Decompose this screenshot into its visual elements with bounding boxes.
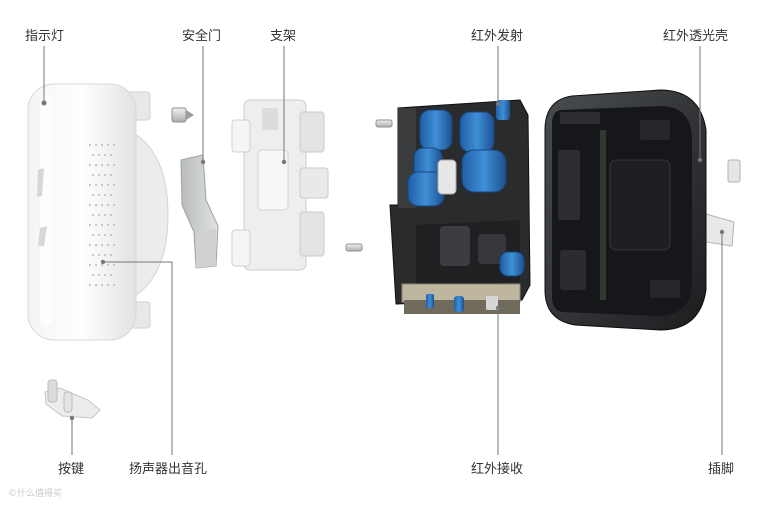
- front-cover: [27, 83, 169, 341]
- label-pins: 插脚: [708, 462, 735, 477]
- label-indicator: 指示灯: [25, 29, 65, 44]
- label-bracket: 支架: [270, 29, 297, 44]
- screw-top: [375, 119, 393, 128]
- safety-door: [180, 154, 219, 269]
- label-ir-receive: 红外接收: [471, 462, 524, 477]
- label-speaker-holes: 扬声器出音孔: [129, 462, 208, 477]
- label-ir-shell: 红外透光壳: [663, 29, 729, 44]
- capacitors: [407, 109, 525, 277]
- leader-dots: [41, 100, 725, 421]
- button-part: [44, 379, 101, 419]
- watermark: ©什么值得买: [8, 489, 63, 499]
- label-button: 按键: [58, 462, 85, 477]
- screw-bottom: [345, 243, 363, 252]
- leader-lines: [43, 46, 723, 455]
- bracket: [231, 99, 329, 271]
- screw-small: [171, 107, 194, 123]
- pcb-assembly: [389, 99, 531, 314]
- label-safety-door: 安全门: [182, 29, 222, 44]
- ir-shell: [544, 89, 741, 331]
- label-ir-emit: 红外发射: [471, 29, 524, 44]
- speaker-grille: [89, 144, 115, 286]
